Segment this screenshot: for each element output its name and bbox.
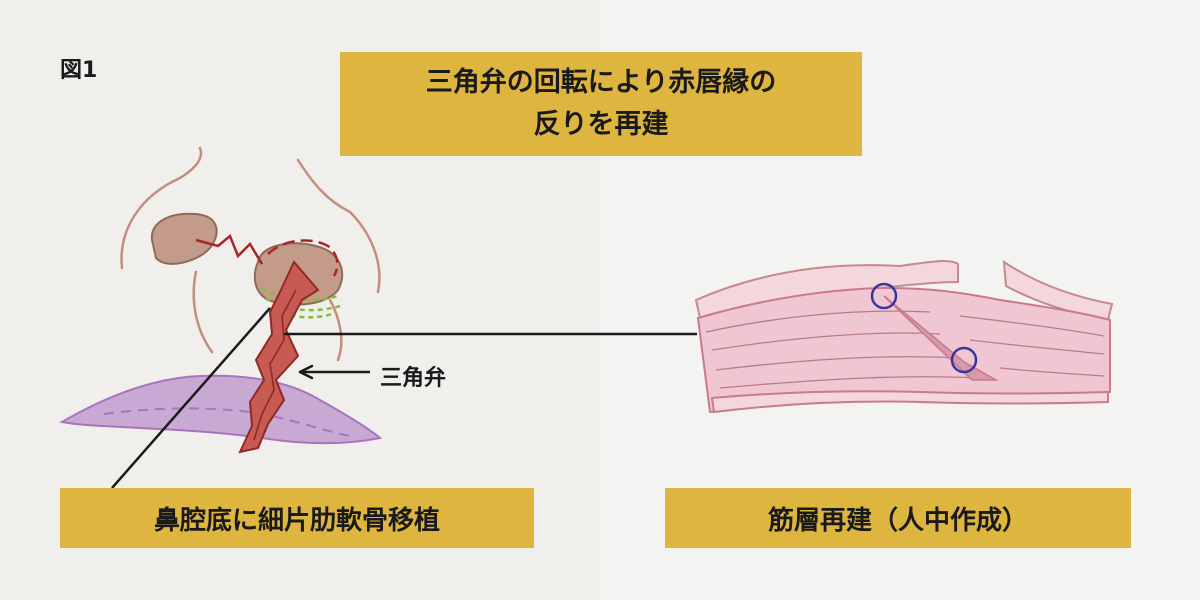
bottom-right-caption: 筋層再建（人中作成） (665, 488, 1131, 548)
pointer-label: 三角弁 (380, 366, 447, 391)
nostril-left (150, 212, 218, 265)
suture-upper (870, 282, 898, 310)
lip-mucosa (59, 374, 383, 445)
triangular-flap (238, 260, 320, 454)
figure-label: 図1 (60, 58, 98, 83)
leader-lines (111, 307, 697, 489)
title-box: 三角弁の回転により赤唇縁の 反りを再建 (340, 52, 862, 156)
bottom-left-caption: 鼻腔底に細片肋軟骨移植 (60, 488, 534, 548)
nose-outline (120, 146, 381, 362)
muscle-drawing (694, 259, 1114, 414)
suture-lower (950, 346, 978, 374)
title-line-1: 三角弁の回転により赤唇縁の (425, 67, 777, 98)
title-line-2: 反りを再建 (533, 109, 669, 140)
incision-line (195, 233, 339, 277)
